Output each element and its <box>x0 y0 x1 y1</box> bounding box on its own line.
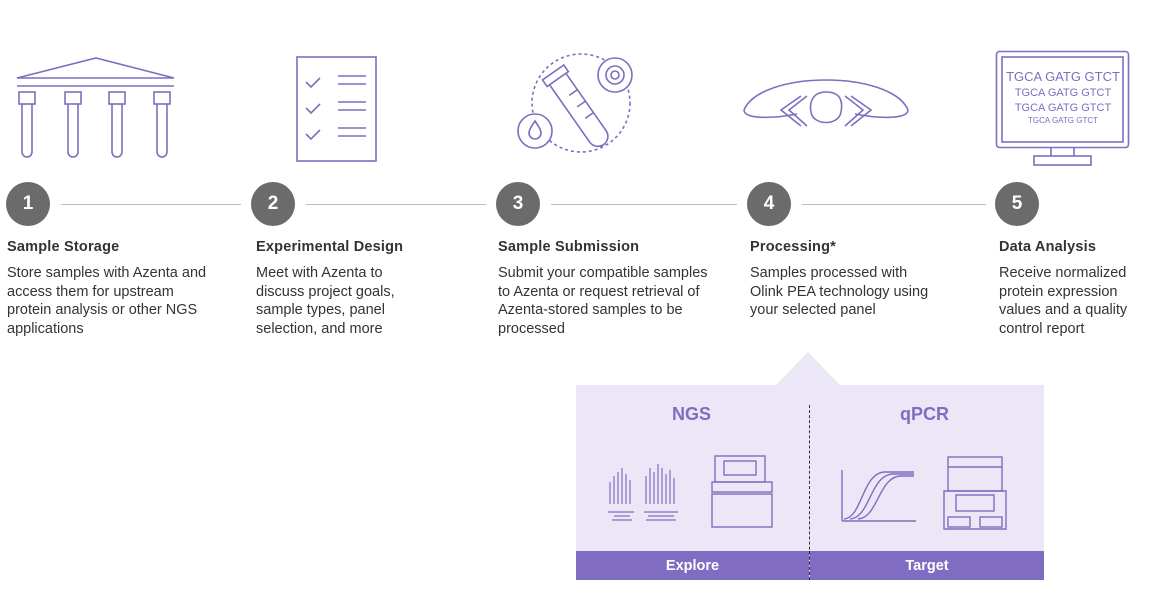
timeline-connector <box>306 204 486 205</box>
target-label: Target <box>810 551 1044 580</box>
qpcr-instrument-icon <box>943 456 1007 530</box>
panel-divider-band <box>809 551 810 580</box>
monitor-sequence-line: TGCA GATG GTCT <box>1014 87 1112 99</box>
step-5-description: Receive normalized protein expression va… <box>999 265 1128 337</box>
qpcr-heading: qPCR <box>900 404 949 424</box>
step-4-title: Processing* <box>750 239 837 255</box>
step-1-title: Sample Storage <box>7 239 120 255</box>
timeline-connector <box>802 204 986 205</box>
timeline-connector <box>61 204 241 205</box>
test-tube-icon <box>517 53 633 153</box>
monitor-sequence-line: TGCA GATG GTCT <box>1014 102 1112 114</box>
monitor-sequence-line: TGCA GATG GTCT <box>1006 69 1120 84</box>
step-2-number: 2 <box>251 182 295 226</box>
monitor-sequence-line: TGCA GATG GTCT <box>1027 116 1099 125</box>
step-5-number: 5 <box>995 182 1039 226</box>
sequencer-icon <box>711 455 773 528</box>
step-3-number: 3 <box>496 182 540 226</box>
pea-antibody-icon <box>743 79 909 127</box>
panel-divider <box>809 405 810 580</box>
checklist-icon <box>296 56 377 162</box>
step-5-title: Data Analysis <box>999 239 1097 255</box>
storage-building-icon <box>16 57 175 158</box>
step-3-title: Sample Submission <box>498 239 640 255</box>
step-3-description: Submit your compatible samples to Azenta… <box>498 265 708 337</box>
step-1-number: 1 <box>6 182 50 226</box>
step-1-description: Store samples with Azenta and access the… <box>7 265 207 337</box>
monitor-icon <box>995 50 1130 166</box>
timeline-connector <box>551 204 737 205</box>
step-2-description: Meet with Azenta to discuss project goal… <box>256 265 395 337</box>
qpcr-curves-icon <box>841 470 916 522</box>
step-2-title: Experimental Design <box>256 239 404 255</box>
ngs-peaks-icon <box>608 464 678 521</box>
step-4-description: Samples processed with Olink PEA technol… <box>750 265 929 318</box>
ngs-heading: NGS <box>672 404 712 424</box>
step-4-number: 4 <box>747 182 791 226</box>
explore-label: Explore <box>576 551 809 580</box>
panel-pointer <box>776 352 840 385</box>
